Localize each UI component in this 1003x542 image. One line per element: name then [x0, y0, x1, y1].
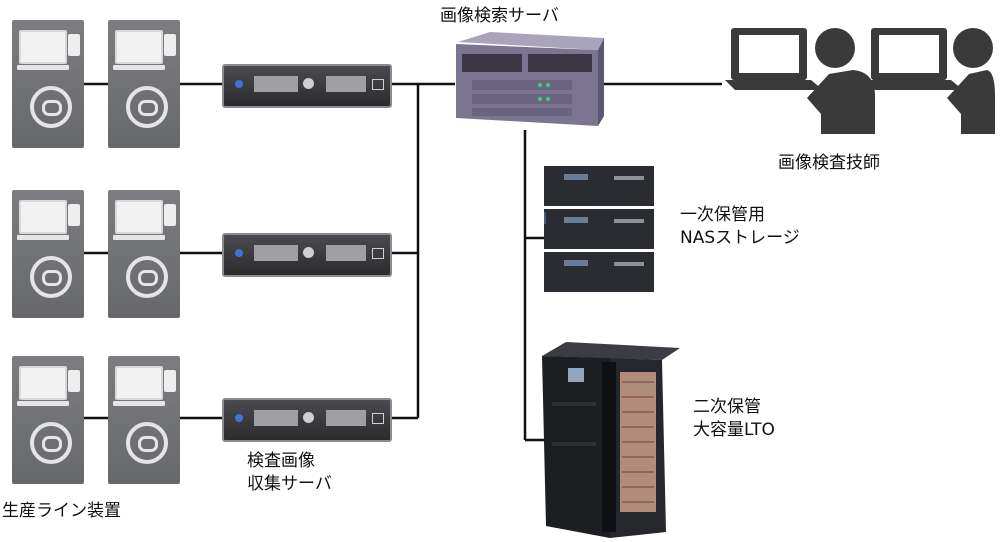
collection-rack-icon [222, 64, 392, 108]
production-machine-icon [108, 190, 180, 318]
inspectors-label: 画像検査技師 [778, 153, 880, 173]
lto-library-icon [542, 342, 680, 538]
collection-rack-icon [222, 398, 392, 442]
inspector-person-icon [725, 28, 995, 134]
primary-storage-label-line1: 一次保管用 [680, 205, 765, 225]
secondary-storage-label-line1: 二次保管 [693, 397, 761, 417]
collection-rack-icon [222, 233, 392, 277]
search-server-label: 画像検索サーバ [440, 6, 559, 26]
search-server-icon [456, 32, 604, 126]
production-machine-icon [108, 356, 180, 484]
collection-server-label-line1: 検査画像 [247, 451, 315, 471]
collection-server-label-line2: 収集サーバ [247, 474, 332, 494]
secondary-storage-label-line2: 大容量LTO [693, 420, 775, 440]
production-line-label: 生産ライン装置 [2, 501, 121, 521]
production-machine-icon [12, 356, 84, 484]
production-machine-icon [12, 20, 84, 148]
nas-storage-icon [544, 166, 654, 292]
production-machine-icon [108, 20, 180, 148]
primary-storage-label-line2: NASストレージ [680, 228, 800, 248]
production-machine-icon [12, 190, 84, 318]
